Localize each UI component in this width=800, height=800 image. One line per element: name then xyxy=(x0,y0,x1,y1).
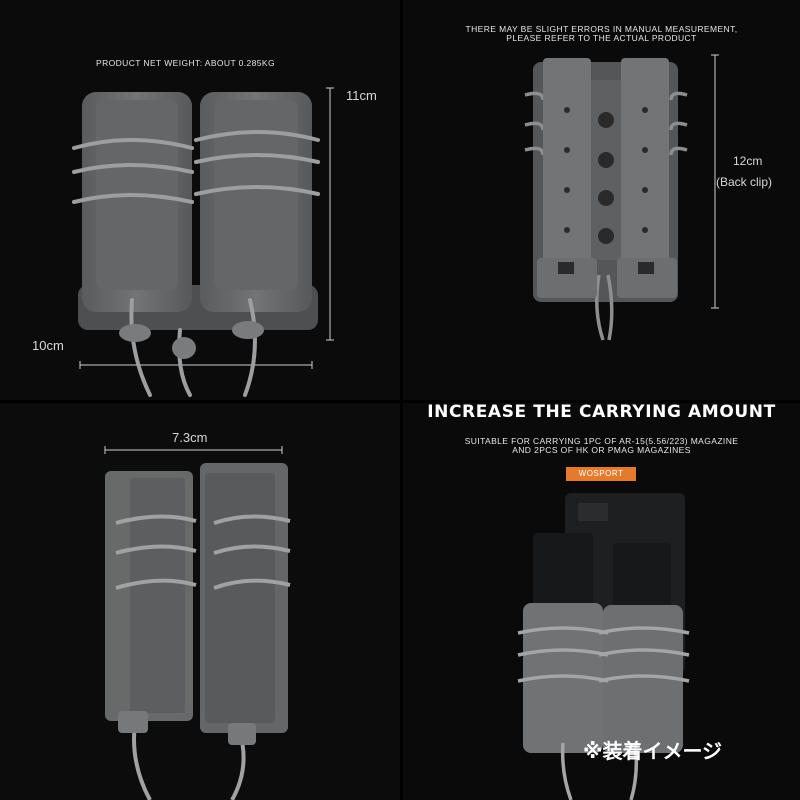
height-label: 11cm xyxy=(346,88,377,103)
front-view-panel: PRODUCT NET WEIGHT: ABOUT 0.285KG 11cm 1… xyxy=(0,0,400,400)
weight-label: PRODUCT NET WEIGHT: ABOUT 0.285KG xyxy=(96,58,275,68)
back-view-pouch-illustration xyxy=(524,54,719,341)
back-clip-caption: (Back clip) xyxy=(716,175,773,189)
suitability-line1: SUITABLE FOR CARRYING 1PC OF AR-15(5.56/… xyxy=(464,436,739,446)
capacity-headline: INCREASE THE CARRYING AMOUNT xyxy=(427,403,776,422)
back-view-panel: THERE MAY BE SLIGHT ERRORS IN MANUAL MEA… xyxy=(403,0,800,400)
measurement-note-line1: THERE MAY BE SLIGHT ERRORS IN MANUAL MEA… xyxy=(465,24,738,34)
measurement-note-line2: PLEASE REFER TO THE ACTUAL PRODUCT xyxy=(506,33,697,43)
side-view-pouch-illustration xyxy=(104,446,291,800)
side-view-panel: 7.3cm xyxy=(0,403,400,800)
loaded-pouch-illustration xyxy=(517,493,690,800)
brand-badge: WOSPORT xyxy=(566,467,636,481)
side-width-label: 7.3cm xyxy=(172,430,208,445)
back-clip-height-label: 12cm xyxy=(733,154,763,168)
width-label: 10cm xyxy=(32,338,64,353)
suitability-line2: AND 2PCS OF HK OR PMAG MAGAZINES xyxy=(512,445,691,455)
illustration-note: ※装着イメージ xyxy=(583,739,723,763)
capacity-panel: INCREASE THE CARRYING AMOUNT SUITABLE FO… xyxy=(403,403,800,800)
front-view-pouch-illustration xyxy=(72,87,334,397)
